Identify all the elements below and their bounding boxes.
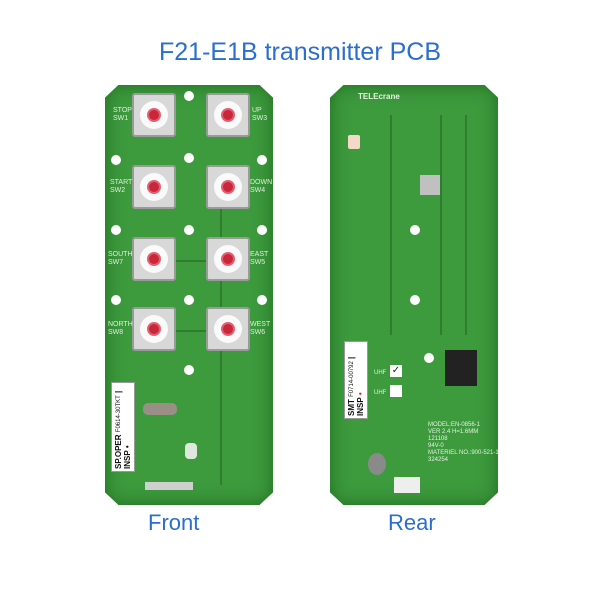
trace (175, 260, 225, 262)
push-button-up (206, 93, 250, 137)
shield-can (420, 175, 442, 195)
push-button-stop (132, 93, 176, 137)
push-button-start (132, 165, 176, 209)
ic-chip (445, 350, 477, 386)
uhf-checkbox: ✓ (390, 365, 402, 377)
mount-hole (184, 365, 194, 375)
mount-hole (257, 295, 267, 305)
mount-hole (257, 155, 267, 165)
mount-hole (424, 353, 434, 363)
mount-hole (410, 225, 420, 235)
push-button-south (132, 237, 176, 281)
connector (145, 482, 193, 490)
mount-hole (111, 225, 121, 235)
mount-hole (184, 91, 194, 101)
mount-hole (257, 225, 267, 235)
trace (440, 115, 442, 335)
trace (390, 115, 392, 335)
crystal (143, 403, 177, 415)
caption-rear: Rear (388, 510, 436, 535)
capacitor (368, 453, 386, 475)
mount-hole (111, 295, 121, 305)
push-button-down (206, 165, 250, 209)
uhf-label: UHF (374, 370, 387, 376)
page-title: F21-E1B transmitter PCB (158, 38, 442, 66)
led (348, 135, 360, 149)
push-button-west (206, 307, 250, 351)
led (185, 443, 197, 459)
mount-hole (111, 155, 121, 165)
mount-hole (410, 295, 420, 305)
sticker-smt: SMT F0714-00792 | INSP • (344, 341, 368, 419)
sticker-sp-oper: SP.OPER F0614-30TKT | INSP • (111, 382, 135, 472)
trace (465, 115, 467, 335)
mount-hole (184, 153, 194, 163)
caption-front: Front (148, 510, 200, 535)
push-button-north (132, 307, 176, 351)
rear-pcb: TELEcrane SMT F0714-00792 | INSP • UHF ✓… (330, 85, 498, 505)
push-button-east (206, 237, 250, 281)
trace (175, 330, 225, 332)
mount-hole (184, 225, 194, 235)
uhf-checkbox (390, 385, 402, 397)
logo: TELEcrane (358, 92, 400, 101)
mount-hole (184, 295, 194, 305)
uhf-label: UHF (374, 390, 387, 396)
connector (394, 477, 420, 493)
